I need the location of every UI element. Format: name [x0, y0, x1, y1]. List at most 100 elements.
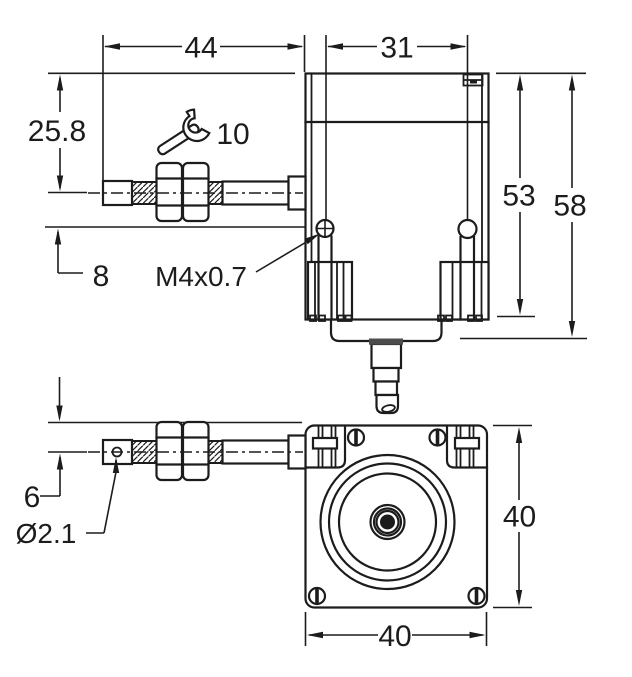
hex-nut — [155, 420, 184, 482]
arrowhead — [56, 175, 64, 192]
flange-screw — [307, 586, 327, 606]
hex-nut — [181, 161, 210, 223]
flange-screw — [467, 586, 486, 606]
mount-foot-left — [306, 260, 354, 322]
arrowhead — [307, 631, 323, 639]
dim-top-to-axis-25.8: 25.8 — [28, 74, 86, 192]
wrench-size-label: 10 — [216, 118, 249, 151]
arrowhead — [112, 457, 120, 473]
arrowhead — [516, 299, 524, 315]
clamp-block — [453, 436, 481, 450]
drum-circle-outer — [319, 453, 456, 591]
arrowhead — [56, 453, 64, 470]
clamp-pocket-left — [304, 424, 347, 469]
hub-ring — [375, 509, 400, 535]
clamp-block — [311, 436, 339, 450]
dim-total-height-58: 58 — [553, 74, 587, 337]
clamp-pocket-right — [445, 424, 489, 469]
foot-notch — [337, 314, 345, 322]
gland-tip — [375, 393, 400, 415]
hex-nut — [155, 161, 184, 223]
arrowhead — [327, 43, 343, 50]
dia-label: Ø2.1 — [16, 518, 77, 549]
drum-circle-mid — [327, 462, 448, 582]
foot-outline — [439, 260, 490, 321]
gland-collar — [369, 338, 403, 345]
wrench-icon — [157, 108, 211, 156]
flange-screw — [428, 428, 447, 447]
flange-plate — [304, 424, 489, 609]
screw-slot — [474, 588, 479, 604]
dim-surface-to-axis-6: 6 — [24, 377, 64, 514]
clip-tab — [470, 80, 477, 84]
flange-screw — [346, 428, 366, 447]
nut-outline — [181, 161, 210, 223]
wrench-head — [182, 108, 211, 142]
dim-value: 31 — [380, 31, 413, 64]
arrowhead — [469, 631, 486, 639]
nut-outline — [181, 420, 210, 482]
foot-notch — [467, 314, 475, 322]
front-view: 6 Ø2.1 40 40 — [16, 377, 536, 653]
foot-notch — [437, 314, 445, 322]
cable-gland — [369, 338, 403, 415]
arrowhead — [104, 43, 120, 50]
cable-exit — [381, 404, 396, 413]
foot-notch — [475, 314, 483, 322]
thread-label: M4x0.7 — [155, 261, 247, 292]
dim-value: 40 — [503, 500, 536, 533]
leader-line — [255, 240, 309, 273]
arrowhead — [515, 427, 523, 443]
bottom-bracket — [329, 318, 443, 343]
arrowhead — [54, 228, 62, 245]
dim-value: 8 — [93, 260, 110, 293]
drum-circle-inner — [337, 472, 438, 572]
screw-head — [457, 218, 478, 240]
leader-line — [103, 471, 117, 534]
dim-flange-height-40: 40 — [503, 427, 536, 606]
dim-value: 6 — [24, 481, 41, 514]
arrowhead — [516, 74, 524, 91]
gland-segment — [370, 342, 403, 370]
arrowhead — [56, 405, 63, 422]
dim-rod-to-body-44: 44 — [104, 31, 304, 64]
housing-clip-detail — [462, 73, 484, 87]
arrowhead — [304, 233, 320, 245]
arrowhead — [515, 590, 523, 606]
rope-drum — [319, 453, 456, 591]
dim-value: 53 — [502, 179, 535, 212]
hex-nut — [181, 420, 210, 482]
foot-notch — [318, 314, 326, 322]
arrowhead — [56, 74, 64, 91]
foot-notch — [344, 314, 353, 322]
dim-flange-width-40: 40 — [307, 620, 486, 653]
mount-foot-right — [437, 260, 490, 322]
arrowhead — [450, 43, 467, 50]
screw-slot — [315, 588, 319, 604]
label-clevis-hole-dia: Ø2.1 — [16, 457, 120, 549]
label-mount-thread: M4x0.7 — [155, 233, 320, 292]
hub-ring — [372, 507, 403, 537]
dim-value: 58 — [553, 189, 586, 222]
screw-slot — [435, 430, 440, 445]
nut-outline — [155, 420, 184, 482]
foot-notch — [309, 314, 317, 322]
screw-slot — [354, 430, 358, 445]
dim-body-height-53: 53 — [502, 74, 536, 315]
probe-rod-front — [88, 420, 307, 482]
dim-value: 44 — [184, 31, 217, 64]
gland-segment — [374, 380, 399, 397]
dim-value: 25.8 — [28, 115, 86, 148]
clamp-left — [311, 425, 339, 469]
dim-value: 40 — [378, 620, 411, 653]
hub-center-hole — [380, 514, 395, 530]
arrowhead — [568, 74, 576, 91]
clamp-right — [453, 425, 481, 469]
bracket-outline — [329, 318, 443, 343]
hub-ring — [369, 503, 406, 541]
probe-rod-side — [88, 161, 307, 223]
arrowhead — [287, 43, 304, 50]
gland-segment — [372, 366, 400, 383]
